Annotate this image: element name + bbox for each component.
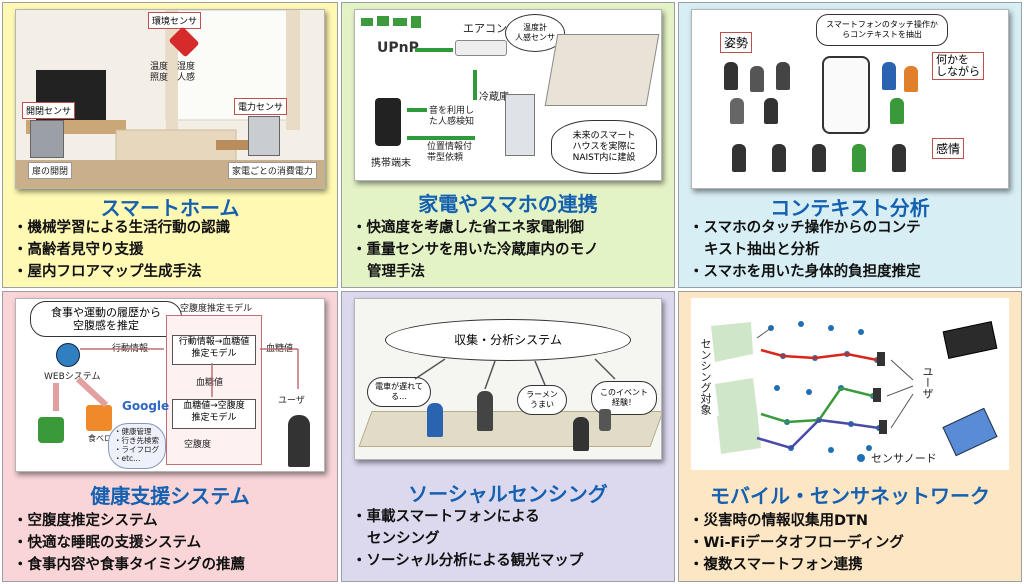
panel-health-support: 食事や運動の履歴から 空腹感を推定 空腹度推定モデル WEBシステム 行動情報 … [2,291,338,582]
bullet-item: 複数スマートフォン連携 [689,554,1015,576]
panel-title: 家電やスマホの連携 [418,192,598,216]
posture-label: 姿勢 [720,32,753,53]
aircon-unit [455,40,507,56]
door-sensor-label: 開閉センサ [22,102,76,119]
person-2 [477,391,493,431]
bullet-item-continued: キスト抽出と分析 [704,242,820,258]
bullet-item: 機械学習による生活行動の認識 [13,217,331,239]
bullet-item: スマホを用いた身体的負担度推定 [689,261,1015,283]
bullet-item: 快適度を考慮した省エネ家電制御 [352,217,668,239]
bullet-item-continued: 管理手法 [367,264,425,280]
door-sensor-desc: 扉の開閉 [28,162,73,179]
panel-smart-home: 環境センサ 温度 湿度 照度 人感 開閉センサ 扉の開閉 電力センサ 家電ごとの… [2,2,338,288]
bullet-list: 災害時の情報収集用DTN Wi-Fiデータオフローディング 複数スマートフォン連… [689,510,1015,576]
person-1 [427,403,443,437]
bullet-list: 車載スマートフォンによる センシング ソーシャル分析による観光マップ [352,506,668,572]
emotion-people [732,140,922,176]
user-label: ユーザ [278,396,305,406]
door-sensor-device [30,120,64,158]
power-sensor-desc: 家電ごとの消費電力 [228,162,317,179]
panel-mobile-sensor-network: センシング対象 ユーザ センサノード モバイル・センサネットワーク 災害時の情報… [678,291,1022,582]
smart-home-photo: 環境センサ 温度 湿度 照度 人感 開閉センサ 扉の開閉 電力センサ 家電ごとの… [15,9,325,189]
panel-context-analysis: 姿勢 何かを しながら 感情 スマートフォンのタッチ操作か らコンテキストを抽出… [678,2,1022,288]
env-sensor-label: 環境センサ [148,12,202,29]
health-arrows [53,348,299,411]
service-cloud [108,423,166,469]
connection-arrows [407,48,477,140]
bullet-item: 高齢者見守り支援 [13,239,331,261]
appliance-diagram: UPnP エアコン 温度計 人感センサ 冷蔵庫 携帯端末 音を利用し た人感検知… [354,9,662,181]
panel-social-sensing: 収集・分析システム 電車が遅れて る… ラーメン うまい このイベント 経験！ … [341,291,675,582]
hunger-label: 空腹度 [184,440,212,450]
upload-arrows [414,358,616,390]
person-user [288,415,310,467]
user-label: ユーザ [921,366,934,399]
panel-title: 健康支援システム [90,484,250,508]
touch-bubble: スマートフォンのタッチ操作か らコンテキストを抽出 [816,14,948,46]
bullet-item: 災害時の情報収集用DTN [689,510,1015,532]
bullet-list: スマホのタッチ操作からのコンテ キスト抽出と分析 スマホを用いた身体的負担度推定 [689,217,1015,283]
emotion-label: 感情 [932,138,965,159]
panel-title: コンテキスト分析 [770,196,930,220]
panel-title: ソーシャルセンシング [408,482,608,506]
person-3 [573,417,589,451]
model-box-2: 血糖値→空腹度 推定モデル [172,399,256,429]
network-graph [711,321,914,462]
sound-label: 音を利用し た人感検知 [429,106,475,127]
phone-label: 携帯端末 [371,158,411,169]
blood-label-mid: 血糖値 [196,378,224,388]
bullet-item: 屋内フロアマップ生成手法 [13,261,331,283]
fridge-label: 冷蔵庫 [479,92,509,103]
power-sensor-device [248,116,280,156]
panel-title: モバイル・センサネットワーク [710,484,990,508]
bullet-item: Wi-Fiデータオフローディング [689,532,1015,554]
history-bubble: 食事や運動の履歴から 空腹感を推定 [30,301,182,337]
phone-device [375,98,401,146]
web-label: WEBシステム [44,372,101,382]
sensing-target-label: センシング対象 [699,338,712,415]
health-diagram: 食事や運動の履歴から 空腹感を推定 空腹度推定モデル WEBシステム 行動情報 … [15,298,325,472]
bullet-item: スマホのタッチ操作からのコンテ [689,217,1015,239]
model-box-1: 行動情報→血糖値 推定モデル [172,335,256,365]
upnp-icons [361,14,429,40]
tabelog-icon [86,405,112,431]
bullet-list: 空腹度推定システム 快適な睡眠の支援システム 食事内容や食事タイミングの推薦 [13,510,331,576]
tweet-bubble-1: 電車が遅れて る… [367,377,431,407]
sensor-network-diagram: センシング対象 ユーザ センサノード [691,298,1009,470]
fridge-unit [505,94,535,156]
bullet-item-continued: センシング [367,531,440,547]
bullet-item: 空腹度推定システム [13,510,331,532]
bullet-item: ソーシャル分析による観光マップ [352,550,668,572]
service-list: ・健康管理 ・行き先検索 ・ライフログ ・etc... [114,427,159,463]
phone-touch [822,56,870,134]
upnp-label: UPnP [377,40,419,56]
system-cloud: 収集・分析システム [385,319,631,361]
bullet-list: 機械学習による生活行動の認識 高齢者見守り支援 屋内フロアマップ生成手法 [13,217,331,283]
tabelog-label: 食べログ [88,434,120,443]
globe-icon [56,343,80,367]
bullet-list: 快適度を考慮した省エネ家電制御 重量センサを用いた冷蔵庫内のモノ 管理手法 [352,217,668,283]
location-label: 位置情報付 帯型依頼 [427,142,473,163]
bullet-item: 食事内容や食事タイミングの推薦 [13,554,331,576]
activity-people [876,58,926,128]
tweet-bubble-2: ラーメン うまい [517,385,567,415]
bullet-item: 車載スマートフォンによる [352,506,668,528]
while-label: 何かを しながら [932,52,984,80]
bullet-item: 重量センサを用いた冷蔵庫内のモノ [352,239,668,261]
panel-appliance-link: UPnP エアコン 温度計 人感センサ 冷蔵庫 携帯端末 音を利用し た人感検知… [341,2,675,288]
social-sensing-diagram: 収集・分析システム 電車が遅れて る… ラーメン うまい このイベント 経験！ [354,298,662,460]
context-diagram: 姿勢 何かを しながら 感情 スマートフォンのタッチ操作か らコンテキストを抽出 [691,9,1009,189]
model-caption: 空腹度推定モデル [180,304,253,314]
bullet-item: 快適な睡眠の支援システム [13,532,331,554]
people-grid [720,58,810,128]
evernote-icon [38,417,64,443]
future-bubble: 未来のスマート ハウスを実際に NAIST内に建設 [551,120,657,174]
google-label: Google [122,399,170,413]
person-4 [599,409,611,431]
env-sensor-items: 温度 湿度 照度 人感 [150,62,196,83]
aircon-label: エアコン [463,22,507,35]
power-sensor-label: 電力センサ [234,98,288,115]
sensor-node-label: センサノード [871,452,937,465]
panel-title: スマートホーム [100,196,240,220]
